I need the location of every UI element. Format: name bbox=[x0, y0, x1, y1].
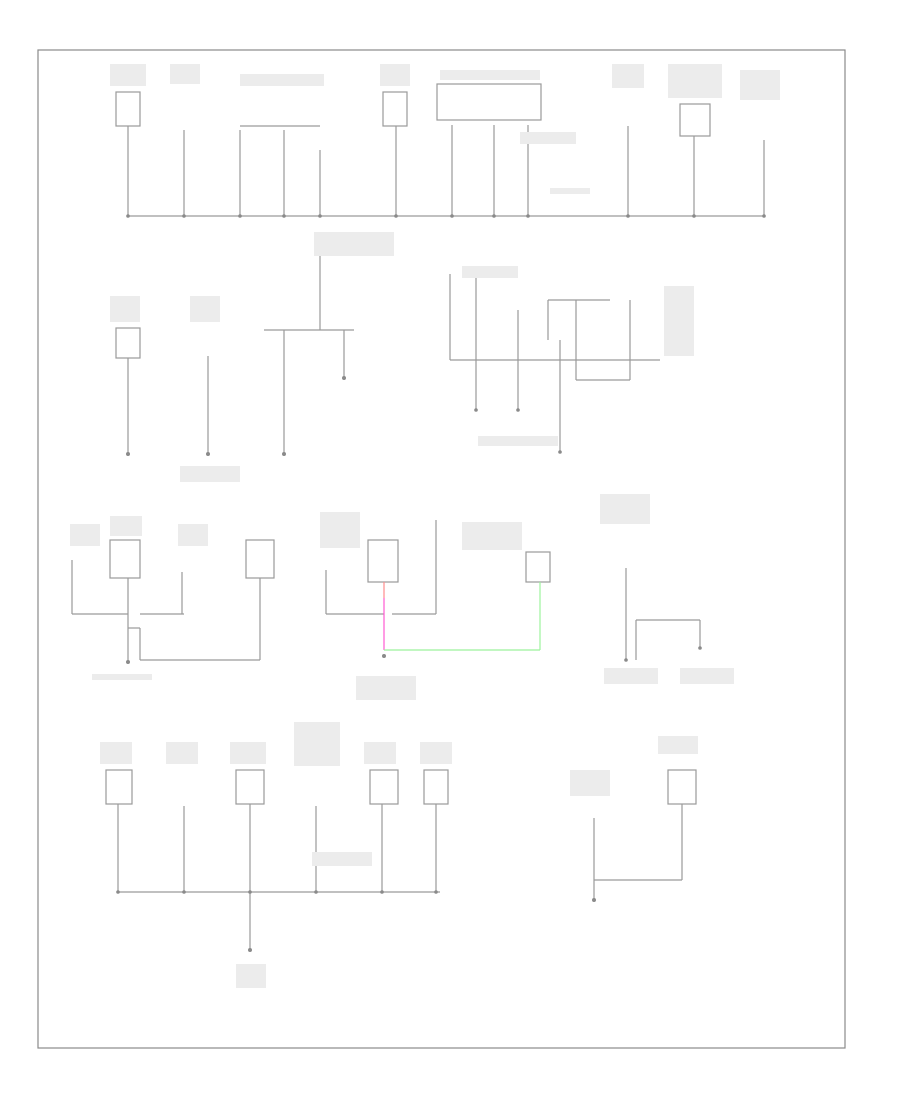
ground-label bbox=[180, 466, 240, 482]
component-module bbox=[115, 91, 141, 127]
component-label bbox=[668, 64, 722, 98]
component-label bbox=[100, 742, 132, 764]
wire-note bbox=[520, 132, 576, 144]
component-label bbox=[462, 266, 518, 278]
component-label bbox=[166, 742, 198, 764]
component-label bbox=[570, 770, 610, 796]
component-label bbox=[440, 70, 540, 80]
component-module bbox=[245, 539, 275, 579]
component-label bbox=[110, 516, 142, 536]
control-module bbox=[436, 83, 542, 121]
component-module bbox=[423, 769, 449, 805]
component-module bbox=[525, 551, 551, 583]
ground-label bbox=[236, 964, 266, 988]
row2-circuits bbox=[110, 232, 694, 482]
component-label bbox=[294, 722, 340, 766]
row4-circuits bbox=[100, 722, 698, 988]
component-label bbox=[658, 736, 698, 754]
component-label bbox=[230, 742, 266, 764]
component-label bbox=[380, 64, 410, 86]
component-module bbox=[235, 769, 265, 805]
component-module bbox=[667, 769, 697, 805]
component-label bbox=[600, 494, 650, 524]
component-label bbox=[110, 296, 140, 322]
component-label bbox=[664, 286, 694, 356]
component-label bbox=[320, 512, 360, 548]
ground-label bbox=[680, 668, 734, 684]
component-label bbox=[612, 64, 644, 88]
component-module bbox=[115, 327, 141, 359]
component-label bbox=[110, 64, 146, 86]
component-module bbox=[105, 769, 133, 805]
component-label bbox=[178, 524, 208, 546]
component-module bbox=[367, 539, 399, 583]
component-module bbox=[382, 91, 408, 127]
component-label bbox=[364, 742, 396, 764]
component-label bbox=[462, 522, 522, 550]
component-label bbox=[240, 74, 324, 86]
wire-note bbox=[550, 188, 590, 194]
ground-label bbox=[478, 436, 558, 446]
component-label bbox=[170, 64, 200, 84]
component-module bbox=[109, 539, 141, 579]
ground-label bbox=[604, 668, 658, 684]
diagram-border bbox=[37, 49, 846, 1049]
ground-label bbox=[356, 676, 416, 700]
component-label bbox=[420, 742, 452, 764]
component-module bbox=[369, 769, 399, 805]
component-label bbox=[314, 232, 394, 256]
wire-note bbox=[312, 852, 372, 866]
ground-bus-top bbox=[110, 64, 780, 218]
component-label bbox=[190, 296, 220, 322]
component-label bbox=[740, 70, 780, 100]
component-module bbox=[679, 103, 711, 137]
ground-label bbox=[92, 674, 152, 680]
component-label bbox=[70, 524, 100, 546]
row3-circuits bbox=[70, 494, 734, 700]
